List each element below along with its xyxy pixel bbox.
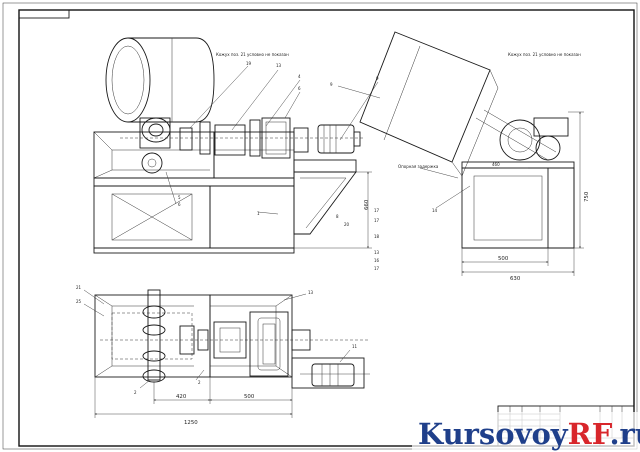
callout-13b: 13 (374, 250, 380, 255)
drawing-frame (18, 9, 635, 447)
callout-18: 18 (374, 234, 380, 239)
callout-9: 9 (376, 76, 379, 81)
side-frame (461, 161, 575, 249)
callout-5: 5 (178, 195, 181, 200)
callout-6b: 6 (178, 202, 181, 207)
callout-9-side: 9 (330, 82, 333, 87)
side-drive (475, 109, 569, 161)
callout-11: 11 (352, 344, 358, 349)
drive-assembly (120, 117, 365, 174)
plan-view (83, 289, 370, 418)
callout-20: 20 (344, 222, 350, 227)
tilted-drum (359, 31, 499, 177)
callout-17a: 17 (374, 208, 380, 213)
dim-630: 630 (510, 276, 521, 282)
callout-13: 13 (276, 63, 282, 68)
callout-25: 25 (76, 299, 82, 304)
callout-16: 16 (374, 258, 380, 263)
dim-500-side: 500 (498, 256, 509, 262)
front-view (93, 37, 379, 254)
callout-19: 19 (246, 61, 252, 66)
callout-17c: 17 (374, 266, 380, 271)
callout-8: 8 (336, 214, 339, 219)
watermark-text: KursovoyRF.ru (418, 417, 640, 451)
side-view (337, 31, 584, 276)
watermark: KursovoyRF.ru (412, 412, 640, 451)
dim-1250: 1250 (184, 420, 198, 426)
dim-460: 460 (492, 162, 500, 167)
callout-2a: 2 (134, 390, 137, 395)
watermark-part-rf: RF (568, 417, 613, 451)
dim-500-plan: 500 (244, 394, 255, 400)
cover-note-side: Кожух поз. 21 условно не показан (508, 52, 581, 57)
callout-14: 14 (432, 208, 438, 213)
callout-6: 6 (298, 86, 301, 91)
callout-4: 4 (298, 74, 301, 79)
callout-2b: 2 (198, 380, 201, 385)
dim-420: 420 (176, 394, 187, 400)
callout-13-plan: 13 (308, 290, 314, 295)
watermark-part-kursovoy: Kursovoy (418, 417, 569, 451)
drum (105, 37, 215, 123)
dim-660: 660 (364, 199, 370, 210)
dim-750: 750 (584, 191, 590, 202)
watermark-part-ru: .ru (609, 417, 640, 451)
upper-housing (93, 131, 295, 179)
callout-17b: 17 (374, 218, 380, 223)
callout-21: 21 (76, 285, 82, 290)
callout-1: 1 (257, 211, 260, 216)
stamp-top-left (18, 9, 70, 19)
base-frame (93, 159, 357, 254)
cover-note-front-line1: Кожух поз. 21 условно не показан (216, 52, 289, 57)
support-note: Опорная задержка (398, 164, 439, 169)
